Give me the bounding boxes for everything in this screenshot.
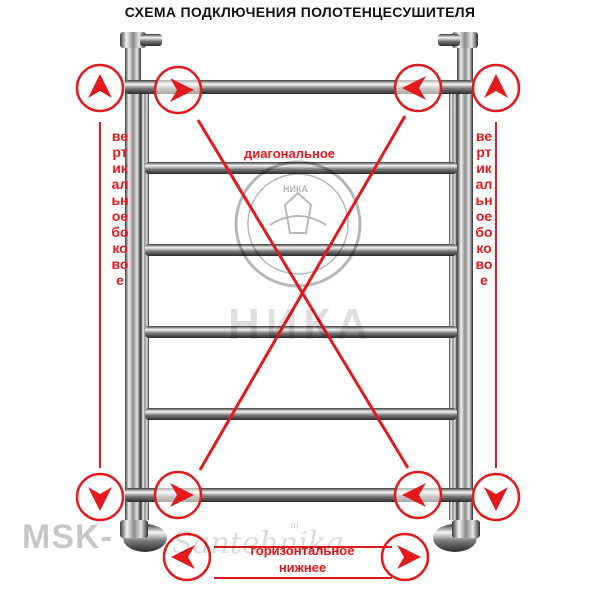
- script-watermark: Santehnika: [172, 526, 344, 561]
- bar-4: [145, 326, 457, 338]
- horizontal-bottom-label: горизонтальное нижнее: [230, 542, 375, 576]
- arrow-right-icon: [153, 470, 203, 520]
- brand-watermark: НИКА: [228, 300, 375, 349]
- arrow-left-icon: [393, 470, 443, 520]
- vertical-side-label-right: вертикальное боковое: [475, 128, 493, 288]
- left-post: [125, 40, 141, 530]
- bar-6: [125, 488, 473, 502]
- arrow-right-icon: [153, 65, 203, 115]
- top-left-fitting: [140, 34, 162, 46]
- arrow-left-icon: [393, 63, 443, 113]
- right-post: [457, 40, 473, 530]
- towel-dryer: [120, 32, 480, 552]
- site-watermark: MSK-: [22, 518, 113, 556]
- bottom-right-nut: [452, 520, 480, 538]
- arrow-right-icon: [380, 532, 430, 582]
- arrow-down-icon: [471, 472, 521, 522]
- seal-watermark-text: НИКА: [283, 184, 308, 194]
- diagonal-label: диагональное: [244, 146, 336, 161]
- bar-5: [145, 408, 457, 420]
- right-inner-rail: [449, 85, 457, 520]
- left-inner-rail: [141, 85, 149, 520]
- script-watermark-tld: .ru: [288, 520, 299, 530]
- bar-1: [125, 80, 473, 94]
- page-title: СХЕМА ПОДКЛЮЧЕНИЯ ПОЛОТЕНЦЕСУШИТЕЛЯ: [124, 4, 476, 20]
- arrow-up-icon: [75, 63, 125, 113]
- vertical-guides: [99, 122, 497, 468]
- arrow-up-icon: [471, 63, 521, 113]
- horizontal-label-line2: нижнее: [278, 560, 327, 575]
- arrow-down-icon: [75, 472, 125, 522]
- bar-2: [145, 162, 457, 174]
- arrow-left-icon: [162, 532, 212, 582]
- vertical-side-label-left: вертикальное боковое: [111, 128, 129, 288]
- bottom-left-nut: [120, 520, 148, 538]
- horizontal-label-lines: [214, 546, 392, 579]
- diagonal-connection-lines: [196, 115, 410, 471]
- top-right-fitting: [438, 34, 460, 46]
- top-left-cap: [120, 32, 146, 48]
- bar-3: [145, 244, 457, 256]
- horizontal-label-line1: горизонтальное: [250, 543, 355, 558]
